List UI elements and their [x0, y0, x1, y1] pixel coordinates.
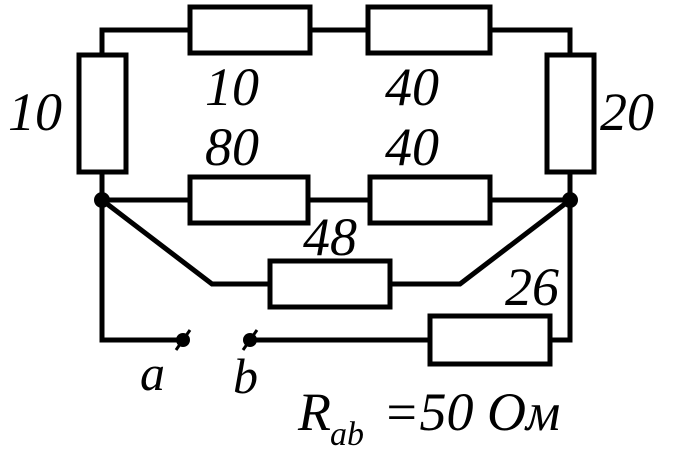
terminal-b-node: [241, 329, 259, 351]
result-symbol: R: [297, 382, 331, 442]
resistor-top-left: [187, 4, 313, 56]
resistor-lower: [267, 258, 393, 310]
label-right-vertical: 20: [600, 82, 654, 142]
junction-left: [94, 192, 110, 208]
result-value: =50 Ом: [383, 382, 560, 442]
terminal-a-node: [174, 329, 192, 351]
wire-to-terminal-b: [247, 197, 573, 343]
label-left-vertical: 10: [8, 82, 62, 142]
resistor-left-vertical: [76, 52, 129, 175]
resistor-top-right: [365, 4, 493, 56]
result-subscript: ab: [330, 416, 364, 453]
label-terminal-a: a: [140, 345, 165, 401]
resistor-middle-right: [367, 174, 493, 226]
label-lower: 48: [303, 207, 357, 267]
label-terminal-b: b: [233, 348, 258, 404]
resistor-bottom-right: [427, 313, 553, 367]
wire-to-terminal-a: [99, 197, 186, 343]
label-middle-left: 80: [205, 117, 259, 177]
junction-right: [562, 192, 578, 208]
resistor-right-vertical: [544, 52, 597, 175]
label-top-left: 10: [205, 57, 259, 117]
label-middle-right: 40: [385, 117, 439, 177]
label-top-right: 40: [385, 57, 439, 117]
resistor-middle-left: [187, 174, 311, 226]
label-bottom-right: 26: [505, 257, 559, 317]
wire-top: [99, 27, 573, 48]
